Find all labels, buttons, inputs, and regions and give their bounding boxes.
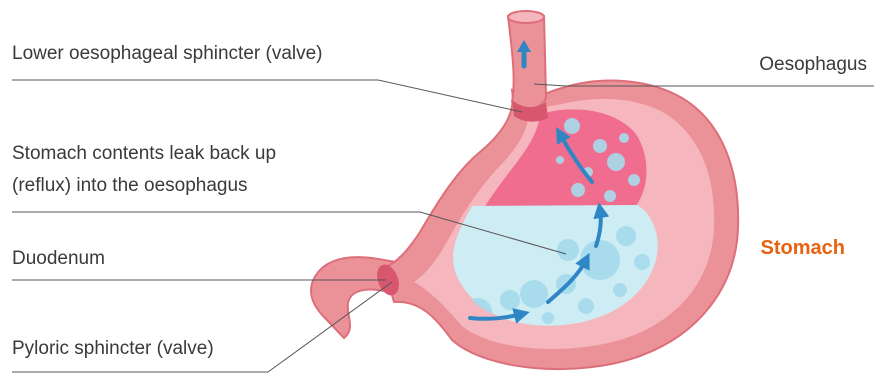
leader-lower-sphincter bbox=[12, 80, 522, 112]
label-stomach: Stomach bbox=[761, 236, 845, 260]
label-oesophagus: Oesophagus bbox=[759, 53, 867, 77]
label-reflux-line1: Stomach contents leak back up bbox=[12, 142, 276, 166]
label-duodenum: Duodenum bbox=[12, 247, 105, 271]
label-pyloric: Pyloric sphincter (valve) bbox=[12, 337, 214, 361]
oesophagus-tube bbox=[508, 16, 546, 110]
oesophagus-opening bbox=[508, 11, 544, 23]
label-reflux-line2: (reflux) into the oesophagus bbox=[12, 174, 248, 198]
label-lower-sphincter: Lower oesophageal sphincter (valve) bbox=[12, 42, 323, 66]
